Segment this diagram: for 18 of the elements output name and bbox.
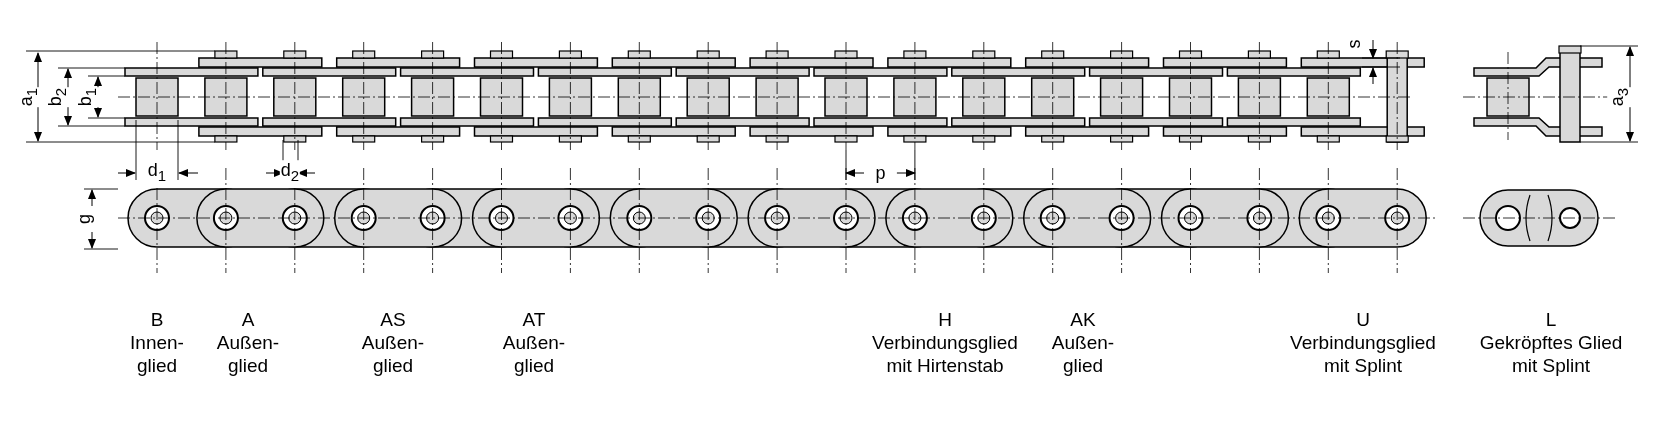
link-type-code: H	[937, 308, 953, 331]
link-type-code: AS	[379, 308, 407, 331]
link-description: Verbindungsglied mit Splint	[1289, 331, 1437, 377]
dimension-label: d$_{1}$	[146, 160, 168, 186]
dimension-label: d$_{2}$	[279, 160, 301, 186]
link-type-code: AT	[521, 308, 547, 331]
link-type-code: B	[149, 308, 165, 331]
link-type-code: AK	[1069, 308, 1097, 331]
link-type-code: A	[240, 308, 256, 331]
link-type-code: U	[1355, 308, 1371, 331]
link-description: Außen-glied	[1050, 331, 1116, 377]
link-type-code: L	[1544, 308, 1558, 331]
link-description: Außen-glied	[501, 331, 567, 377]
link-description: Außen-glied	[360, 331, 426, 377]
link-description: Verbindungsglied mit Hirtenstab	[871, 331, 1019, 377]
link-description: Außen-glied	[215, 331, 281, 377]
link-description: Innen-glied	[129, 331, 185, 377]
link-description: Gekröpftes Glied mit Splint	[1478, 331, 1624, 377]
